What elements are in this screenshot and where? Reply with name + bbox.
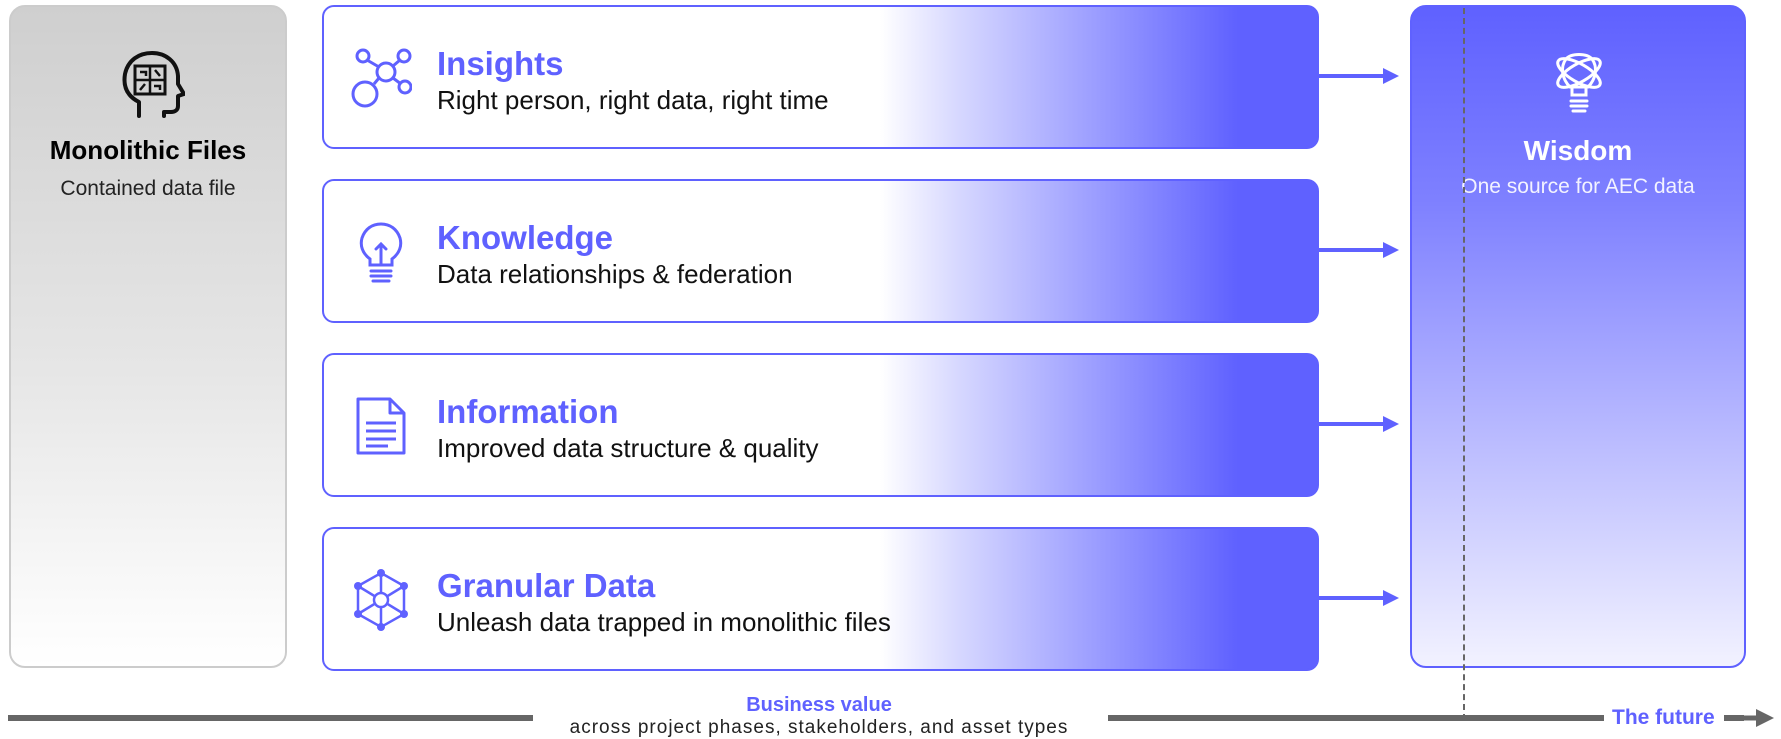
network-nodes-icon bbox=[351, 48, 412, 108]
axis-subtitle: across project phases, stakeholders, and… bbox=[569, 717, 1069, 738]
axis-arrowhead-icon bbox=[1738, 709, 1774, 727]
granular-data-arrow bbox=[1319, 590, 1399, 606]
monolithic-files-subtitle: Contained data file bbox=[60, 177, 236, 200]
knowledge-title: Knowledge bbox=[437, 219, 614, 256]
future-divider bbox=[1463, 8, 1465, 720]
information-title: Information bbox=[437, 393, 619, 430]
insights-arrow bbox=[1319, 68, 1399, 84]
future-label: The future bbox=[1612, 706, 1715, 729]
wisdom-title: Wisdom bbox=[1523, 135, 1633, 166]
axis-line-left bbox=[8, 715, 533, 721]
head-puzzle-icon bbox=[122, 51, 185, 118]
axis-line-end bbox=[1724, 715, 1744, 721]
knowledge-description: Data relationships & federation bbox=[437, 259, 793, 289]
document-icon bbox=[356, 397, 406, 455]
knowledge-arrow bbox=[1319, 242, 1399, 258]
insights-card: Insights Right person, right data, right… bbox=[322, 5, 1319, 149]
information-card: Information Improved data structure & qu… bbox=[322, 353, 1319, 497]
monolithic-files-title: Monolithic Files bbox=[49, 135, 247, 165]
axis-title: Business value bbox=[746, 694, 892, 716]
information-arrow bbox=[1319, 416, 1399, 432]
insights-description: Right person, right data, right time bbox=[437, 85, 829, 115]
molecule-icon bbox=[354, 569, 408, 631]
wisdom-panel: Wisdom One source for AEC data bbox=[1410, 5, 1746, 668]
granular-data-card: Granular Data Unleash data trapped in mo… bbox=[322, 527, 1319, 671]
knowledge-card: Knowledge Data relationships & federatio… bbox=[322, 179, 1319, 323]
lightbulb-icon bbox=[359, 222, 403, 283]
information-description: Improved data structure & quality bbox=[437, 433, 819, 463]
atom-bulb-icon bbox=[1556, 53, 1602, 113]
insights-title: Insights bbox=[437, 45, 564, 82]
granular-data-title: Granular Data bbox=[437, 567, 656, 604]
wisdom-subtitle: One source for AEC data bbox=[1461, 175, 1695, 198]
monolithic-files-panel: Monolithic Files Contained data file bbox=[9, 5, 287, 668]
granular-data-description: Unleash data trapped in monolithic files bbox=[437, 607, 891, 637]
axis-line-right bbox=[1108, 715, 1604, 721]
